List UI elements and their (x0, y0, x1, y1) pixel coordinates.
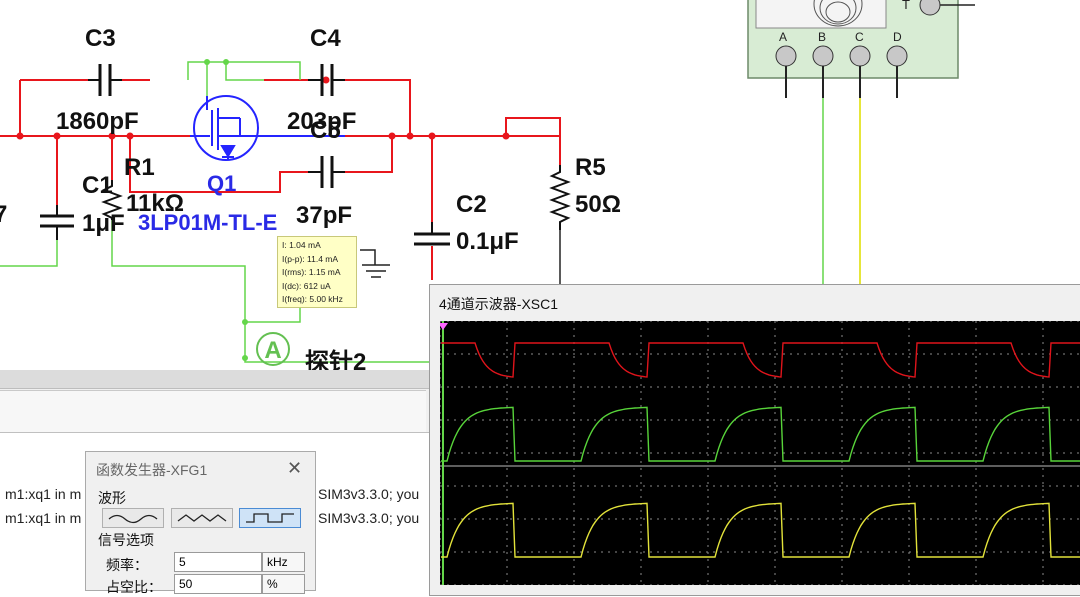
red-junctions (16, 76, 510, 140)
signal-options-label: 信号选项 (98, 532, 154, 548)
cut-off-label: 7 (0, 201, 7, 228)
frequency-input[interactable]: 5 (174, 552, 262, 572)
triangle-wave-icon (177, 514, 227, 522)
function-generator-dialog[interactable]: 函数发生器-XFG1 ✕ 波形 信号选项 频率： 5 kHz 占空比： 50 % (85, 451, 316, 595)
oscilloscope-title: 4通道示波器-XSC1 (439, 296, 559, 312)
channel-a-label: A (779, 30, 787, 44)
red-net-wires (0, 79, 561, 280)
c3-value: 1860pF (56, 108, 139, 135)
green-trace-channel-b (441, 406, 1080, 462)
duty-cycle-unit[interactable]: % (262, 574, 305, 594)
probe-current-rms: I(rms): 1.15 mA (282, 267, 341, 278)
channel-b-terminal[interactable] (812, 45, 834, 67)
oscilloscope-window[interactable]: 4通道示波器-XSC1 (429, 284, 1080, 596)
channel-c-label: C (855, 30, 864, 44)
capacitor-c2[interactable] (414, 222, 450, 246)
q1-name: Q1 (207, 171, 236, 196)
channel-b-label: B (818, 30, 826, 44)
mosfet-q1[interactable] (190, 95, 300, 161)
capacitor-c3[interactable] (88, 64, 122, 96)
yellow-trace-channel-c (441, 502, 1080, 558)
green-net-wires (0, 61, 824, 363)
green-junctions (204, 59, 248, 361)
r5-name: R5 (575, 154, 606, 181)
c2-value: 0.1μF (456, 228, 519, 255)
channel-d-label: D (893, 30, 902, 44)
log-line-2-left: m1:xq1 in m (5, 510, 82, 526)
capacitor-c5[interactable] (308, 156, 345, 188)
log-line-1-left: m1:xq1 in m (5, 486, 82, 502)
log-line-2-right: SIM3v3.3.0; you (318, 510, 420, 526)
c4-name: C4 (310, 25, 341, 52)
c1-value: 1μF (82, 210, 125, 237)
trigger-terminal[interactable] (919, 0, 941, 16)
c3-name: C3 (85, 25, 116, 52)
resistor-r1[interactable] (101, 180, 123, 220)
capacitor-c4[interactable] (308, 64, 345, 96)
duty-cycle-label: 占空比： (106, 579, 162, 595)
r5-value: 50Ω (575, 191, 621, 218)
probe-readout: I: 1.04 mA I(p-p): 11.4 mA I(rms): 1.15 … (277, 236, 357, 308)
probe-current-dc: I(dc): 612 uA (282, 280, 331, 291)
frequency-label: 频率： (106, 557, 148, 573)
c4-value: 203pF (287, 108, 356, 135)
oscilloscope-block-dial (813, 0, 863, 27)
current-probe-icon[interactable] (256, 332, 290, 366)
triangle-wave-button[interactable] (171, 508, 233, 528)
frequency-unit[interactable]: kHz (262, 552, 305, 572)
log-panel-header (0, 370, 432, 389)
c2-name: C2 (456, 191, 487, 218)
channel-d-terminal[interactable] (886, 45, 908, 67)
oscilloscope-traces (440, 321, 1080, 585)
probe-current-pp: I(p-p): 11.4 mA (282, 253, 339, 264)
probe-current-freq: I(freq): 5.00 kHz (282, 294, 343, 305)
square-wave-button[interactable] (239, 508, 301, 528)
sine-wave-icon (108, 514, 158, 524)
c5-value: 37pF (296, 202, 352, 229)
channel-c-terminal[interactable] (849, 45, 871, 67)
waveform-section-label: 波形 (98, 490, 126, 506)
c1-name: C1 (82, 172, 113, 199)
close-icon[interactable]: ✕ (287, 458, 303, 478)
channel-terminals: A B C D (779, 30, 902, 44)
function-generator-title: 函数发生器-XFG1 (96, 462, 208, 478)
trigger-label: T (902, 0, 910, 12)
channel-a-terminal[interactable] (775, 45, 797, 67)
probe-circle-label: A (264, 337, 281, 364)
cursor-marker-icon (440, 323, 448, 330)
log-line-1-right: SIM3v3.3.0; you (318, 486, 420, 502)
c5-name: C5 (310, 117, 341, 144)
circuit-schematic[interactable]: T A B C D (0, 0, 1080, 584)
oscilloscope-screen[interactable] (440, 321, 1080, 585)
black-wires (360, 230, 561, 290)
resistor-r5[interactable] (549, 165, 571, 230)
r1-value: 11kΩ (126, 190, 184, 217)
sine-wave-button[interactable] (102, 508, 164, 528)
duty-cycle-input[interactable]: 50 (174, 574, 262, 594)
square-wave-icon (246, 513, 294, 523)
probe-current: I: 1.04 mA (282, 240, 321, 250)
capacitor-c1[interactable] (40, 205, 74, 240)
q1-part: 3LP01M-TL-E (138, 210, 277, 235)
red-trace-channel-a (441, 342, 1080, 378)
r1-name: R1 (124, 154, 155, 181)
